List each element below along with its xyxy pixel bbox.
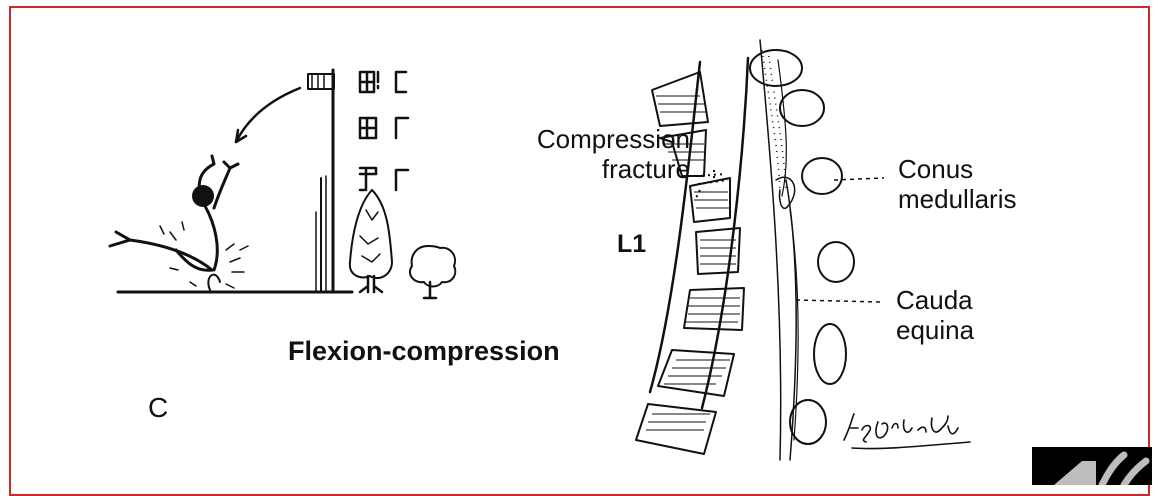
conus-medullaris-label: Conus medullaris: [898, 154, 1017, 214]
compression-label-line2: fracture: [470, 154, 690, 184]
cauda-label-line2: equina: [896, 315, 974, 345]
compression-fracture-label: Compression fracture: [470, 124, 690, 184]
conus-label-line2: medullaris: [898, 184, 1017, 214]
speaker-icon[interactable]: [1032, 447, 1152, 485]
slide: C Flexion-compression Compression fractu…: [0, 0, 1159, 485]
compression-label-line1: Compression: [470, 124, 690, 154]
cauda-label-line1: Cauda: [896, 285, 974, 315]
conus-label-line1: Conus: [898, 154, 1017, 184]
panel-letter: C: [148, 392, 168, 424]
cauda-equina-label: Cauda equina: [896, 285, 974, 345]
vertebra-level-label: L1: [617, 230, 646, 259]
artist-signature: [0, 0, 1159, 485]
mechanism-label: Flexion-compression: [288, 336, 560, 367]
